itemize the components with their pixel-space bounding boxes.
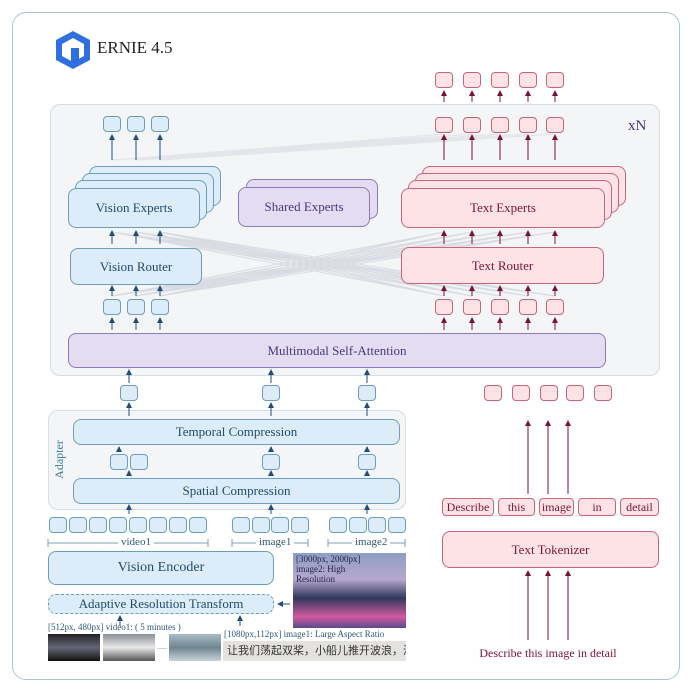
adaptive-resolution-transform-box: Adaptive Resolution Transform — [48, 594, 274, 614]
text-token — [435, 72, 453, 88]
text-token — [491, 117, 509, 133]
vision-token — [151, 116, 169, 132]
text-token — [463, 117, 481, 133]
layer-repeat-label: xN — [628, 118, 647, 134]
text-router-box: Text Router — [401, 247, 604, 284]
routing-line — [159, 133, 556, 161]
vision-token — [189, 517, 207, 533]
temporal-compression-box: Temporal Compression — [73, 419, 400, 445]
text-token — [435, 117, 453, 133]
text-token — [519, 72, 537, 88]
video-frame-thumbnail — [48, 634, 100, 661]
text-token-word: in — [578, 498, 616, 516]
shared-experts-box: Shared Experts — [238, 187, 370, 227]
vision-encoder-box: Vision Encoder — [48, 551, 274, 585]
ernie-logo-icon — [54, 30, 92, 70]
text-token-word: Describe — [442, 498, 494, 516]
vision-token — [348, 517, 367, 533]
vision-token — [232, 517, 250, 533]
image2-caption: [3000px, 2000px] image2: High Resolution — [296, 554, 361, 584]
routing-line — [159, 231, 556, 297]
logo-title: ERNIE 4.5 — [97, 38, 173, 57]
vision-experts-box: Vision Experts — [68, 188, 200, 228]
text-token — [546, 117, 564, 133]
text-token — [540, 385, 558, 401]
text-token — [512, 385, 530, 401]
routing-line — [159, 231, 473, 297]
prompt-text: Describe this image in detail — [479, 646, 617, 660]
text-token — [566, 385, 584, 401]
vision-token — [129, 517, 147, 533]
vision-token — [49, 517, 67, 533]
vision-token — [127, 299, 145, 315]
text-token — [519, 299, 537, 315]
vision-token — [358, 385, 376, 401]
text-token — [546, 299, 564, 315]
video1-caption: [512px, 480px] video1: ( 5 minutes ) — [48, 622, 181, 632]
text-token — [463, 299, 481, 315]
text-tokenizer-box: Text Tokenizer — [442, 531, 659, 568]
vision-token — [109, 517, 127, 533]
vision-router-box: Vision Router — [70, 248, 202, 285]
vision-token — [262, 454, 280, 470]
video-ellipsis: ..... — [157, 642, 167, 651]
routing-line — [111, 231, 445, 297]
vision-token — [271, 517, 289, 533]
routing-line — [159, 231, 529, 297]
vision-token — [262, 385, 280, 401]
spatial-compression-box: Spatial Compression — [73, 478, 400, 504]
vision-token — [387, 517, 406, 533]
diagram-frame — [12, 12, 680, 680]
text-token — [491, 72, 509, 88]
vision-token — [251, 517, 270, 533]
image1-handwriting-strip: 让我们荡起双桨，小船儿推开波浪，海面 — [223, 641, 406, 661]
text-token-word: detail — [620, 498, 659, 516]
text-token-word: this — [498, 498, 535, 516]
text-token-word: image — [539, 498, 574, 516]
vision-token — [358, 454, 376, 470]
routing-line — [135, 231, 445, 297]
segment-label-image2: image2 — [352, 536, 391, 548]
vision-token — [149, 517, 167, 533]
image2-photo: [3000px, 2000px] image2: High Resolution — [293, 553, 406, 628]
vision-token — [169, 517, 187, 533]
text-token — [546, 72, 564, 88]
vision-token — [110, 454, 128, 470]
vision-token — [127, 116, 145, 132]
text-token — [463, 72, 481, 88]
image1-caption: [1080px,112px] image1: Large Aspect Rati… — [224, 629, 385, 639]
vision-token — [151, 299, 169, 315]
text-token — [484, 385, 502, 401]
vision-token — [69, 517, 87, 533]
routing-line — [159, 231, 445, 297]
video-frame-thumbnail — [169, 634, 221, 661]
text-token — [491, 299, 509, 315]
text-token — [519, 117, 537, 133]
segment-label-video1: video1 — [118, 536, 154, 548]
vision-token — [89, 517, 107, 533]
text-token — [594, 385, 612, 401]
vision-token — [103, 299, 121, 315]
text-token — [435, 299, 453, 315]
text-experts-box: Text Experts — [401, 188, 605, 228]
vision-token — [290, 517, 309, 533]
vision-token — [103, 116, 121, 132]
vision-token — [368, 517, 386, 533]
vision-token — [329, 517, 347, 533]
vision-token — [130, 454, 148, 470]
segment-label-image1: image1 — [256, 536, 295, 548]
multimodal-self-attention-box: Multimodal Self-Attention — [68, 333, 606, 368]
vision-token — [120, 385, 138, 401]
video-frame-thumbnail — [103, 634, 155, 661]
